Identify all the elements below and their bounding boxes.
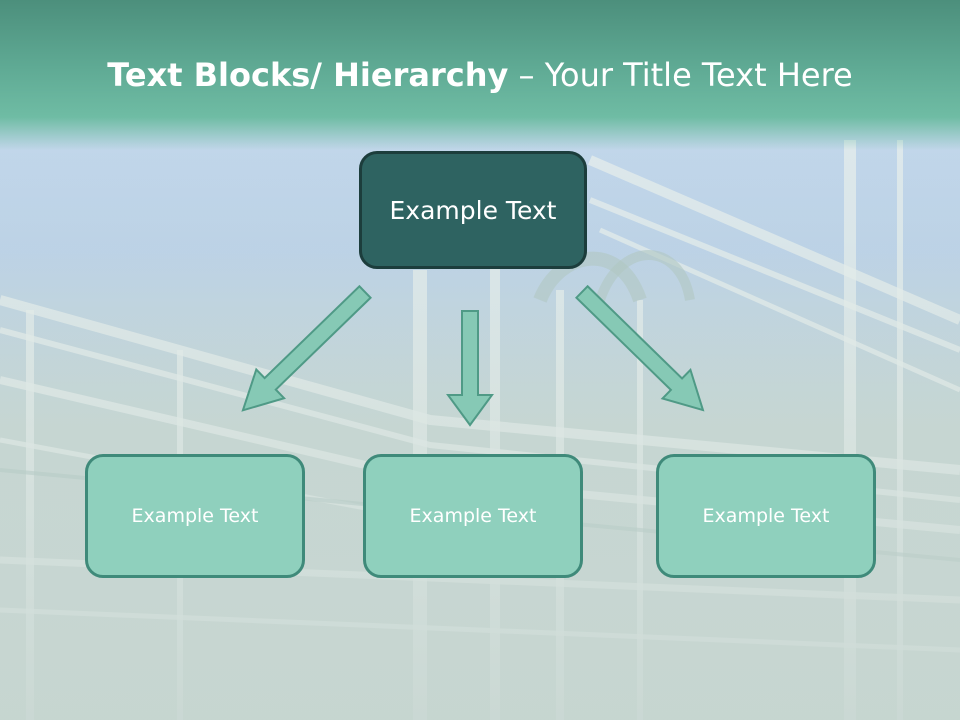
child-text-box-label: Example Text <box>702 505 830 527</box>
title-regular-part: Your Title Text Here <box>544 56 853 94</box>
child-text-box-1: Example Text <box>85 454 305 578</box>
title-band <box>0 0 960 150</box>
top-text-box-label: Example Text <box>389 195 557 225</box>
child-text-box-2: Example Text <box>363 454 583 578</box>
child-text-box-3: Example Text <box>656 454 876 578</box>
title-separator: – <box>508 56 545 94</box>
arrow-left-icon <box>241 284 372 412</box>
slide-title: Text Blocks/ Hierarchy – Your Title Text… <box>0 52 960 98</box>
top-text-box: Example Text <box>359 151 587 269</box>
arrow-right-icon <box>574 284 705 412</box>
child-text-box-label: Example Text <box>409 505 537 527</box>
arrow-down-icon <box>446 310 494 427</box>
title-bold-part: Text Blocks/ Hierarchy <box>107 56 509 94</box>
child-text-box-label: Example Text <box>131 505 259 527</box>
